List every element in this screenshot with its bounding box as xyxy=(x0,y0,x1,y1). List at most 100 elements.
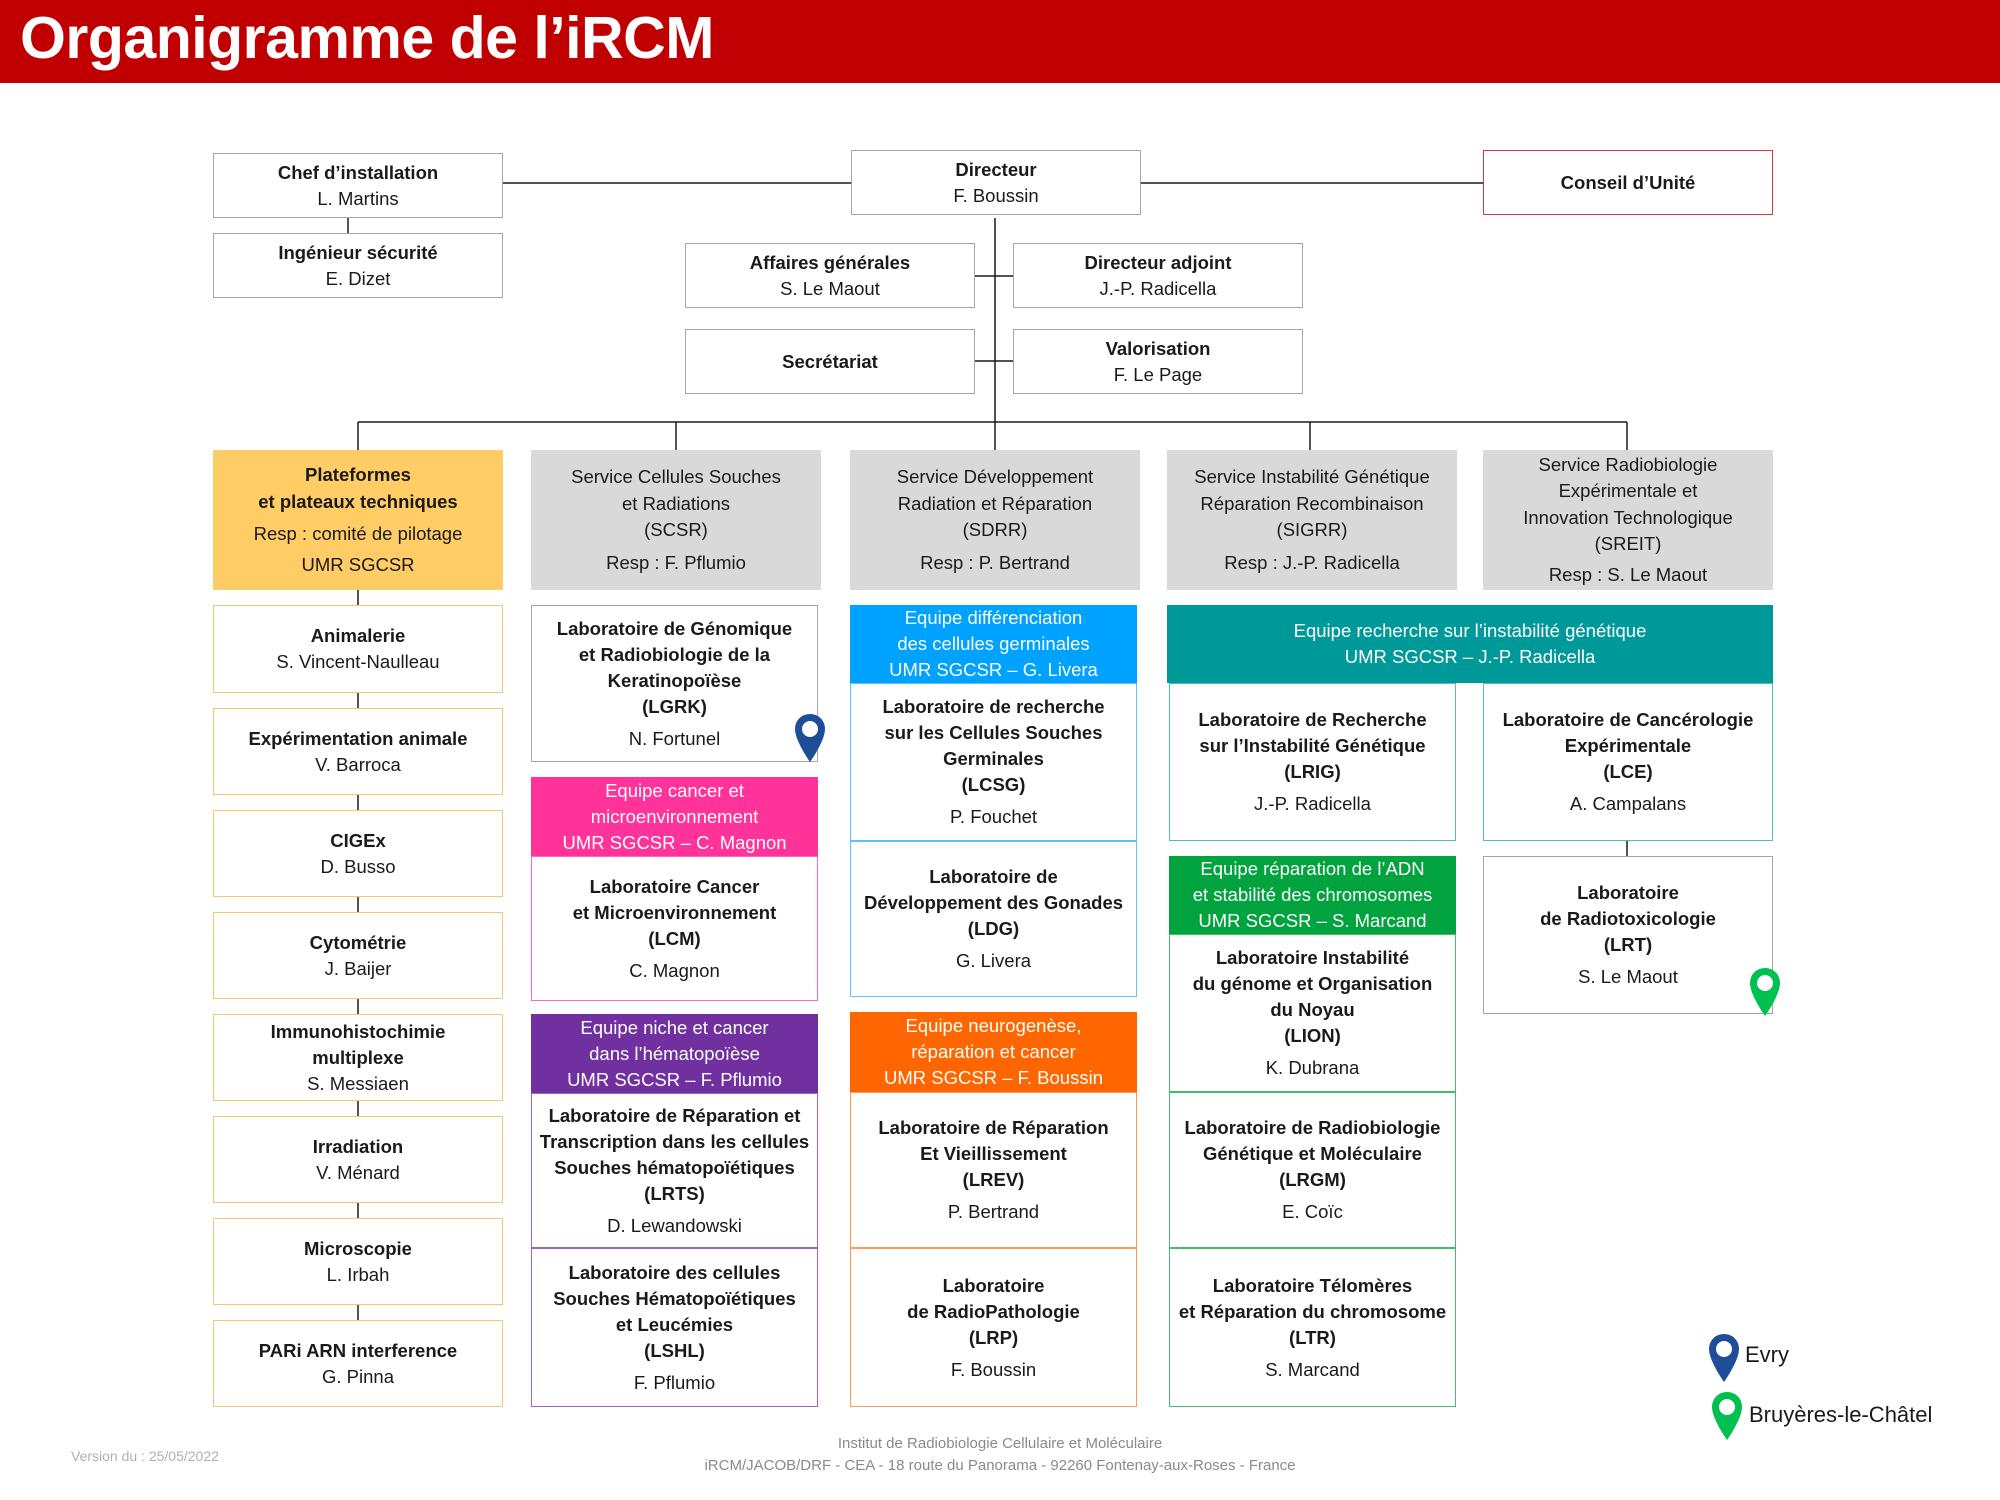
plateforme-name: V. Barroca xyxy=(315,753,401,775)
sigrr-resp: Resp : J.-P. Radicella xyxy=(1224,551,1400,573)
lab-name: S. Marcand xyxy=(1265,1358,1360,1380)
plateforme-name: S. Messiaen xyxy=(307,1072,409,1094)
chef-installation-name: L. Martins xyxy=(317,187,399,209)
team-niche-cancer: Equipe niche et cancer dans l’hématopoïè… xyxy=(531,1014,818,1093)
lab-lrgm: Laboratoire de Radiobiologie Génétique e… xyxy=(1169,1092,1456,1248)
plateforme-experimentation-animale: Expérimentation animale V. Barroca xyxy=(213,708,503,795)
sigrr-title: Service Instabilité Génétique Réparation… xyxy=(1194,466,1430,540)
sigrr-header: Service Instabilité Génétique Réparation… xyxy=(1167,450,1457,590)
lab-name: E. Coïc xyxy=(1282,1201,1343,1222)
directeur-title: Directeur xyxy=(955,158,1037,180)
ingenieur-securite-name: E. Dizet xyxy=(325,267,391,289)
lab-name: F. Boussin xyxy=(950,1358,1037,1380)
secretariat-box: Secrétariat xyxy=(685,329,975,394)
lab-name: F. Pflumio xyxy=(633,1371,716,1393)
lab-name: A. Campalans xyxy=(1569,793,1687,814)
lab-title: Laboratoire de Radiotoxicologie (LRT) xyxy=(1540,882,1716,955)
lab-title: Laboratoire de RadioPathologie (LRP) xyxy=(907,1274,1080,1348)
ingenieur-securite-title: Ingénieur sécurité xyxy=(278,241,438,263)
sreit-header: Service Radiobiologie Expérimentale et I… xyxy=(1483,450,1773,590)
conseil-unite-title: Conseil d’Unité xyxy=(1560,171,1696,193)
plateformes-header: Plateformes et plateaux techniques Resp … xyxy=(213,450,503,590)
scsr-header: Service Cellules Souches et Radiations (… xyxy=(531,450,821,590)
plateforme-microscopie: Microscopie L. Irbah xyxy=(213,1218,503,1305)
affaires-generales-box: Affaires générales S. Le Maout xyxy=(685,243,975,308)
team-instabilite-genetique: Equipe recherche sur l’instabilité génét… xyxy=(1167,605,1773,683)
sreit-resp: Resp : S. Le Maout xyxy=(1548,563,1708,585)
version-date: Version du : 25/05/2022 xyxy=(71,1448,219,1464)
plateforme-irradiation: Irradiation V. Ménard xyxy=(213,1116,503,1203)
plateforme-name: D. Busso xyxy=(320,855,396,877)
lab-lce: Laboratoire de Cancérologie Expérimental… xyxy=(1483,683,1773,841)
plateforme-name: J. Baijer xyxy=(324,957,392,979)
plateforme-cigex: CIGEx D. Busso xyxy=(213,810,503,897)
lab-name: P. Bertrand xyxy=(947,1201,1040,1222)
lab-title: Laboratoire de Cancérologie Expérimental… xyxy=(1502,709,1754,782)
lab-title: Laboratoire Instabilité du génome et Org… xyxy=(1192,947,1433,1046)
lab-name: P. Fouchet xyxy=(949,806,1038,827)
lab-name: N. Fortunel xyxy=(628,727,721,749)
plateforme-title: Animalerie xyxy=(310,625,406,646)
plateformes-umr: UMR SGCSR xyxy=(301,553,415,575)
lab-title: Laboratoire de Réparation et Transcripti… xyxy=(539,1104,810,1204)
team-cancer-microenvironnement: Equipe cancer et microenvironnement UMR … xyxy=(531,777,818,856)
sreit-title: Service Radiobiologie Expérimentale et I… xyxy=(1523,453,1733,555)
secretariat-title: Secrétariat xyxy=(782,350,878,372)
lab-lgrk: Laboratoire de Génomique et Radiobiologi… xyxy=(531,605,818,762)
sdrr-header: Service Développement Radiation et Répar… xyxy=(850,450,1140,590)
lab-title: Laboratoire de Développement des Gonades… xyxy=(863,866,1124,939)
evry-legend-pin-icon xyxy=(1709,1334,1739,1382)
lab-title: Laboratoire Télomères et Réparation du c… xyxy=(1178,1274,1447,1348)
plateforme-name: L. Irbah xyxy=(326,1263,390,1285)
affaires-generales-title: Affaires générales xyxy=(749,251,911,273)
affaires-generales-name: S. Le Maout xyxy=(780,277,880,299)
lab-lrp: Laboratoire de RadioPathologie (LRP) F. … xyxy=(850,1248,1137,1407)
lab-lion: Laboratoire Instabilité du génome et Org… xyxy=(1169,934,1456,1092)
plateforme-title: Immunohistochimie multiplexe xyxy=(270,1020,446,1068)
sdrr-title: Service Développement Radiation et Répar… xyxy=(896,466,1094,540)
lab-lshl: Laboratoire des cellules Souches Hématop… xyxy=(531,1248,818,1407)
team-neurogenese: Equipe neurogenèse, réparation et cancer… xyxy=(850,1012,1137,1092)
legend-bruyeres-label: Bruyères-le-Châtel xyxy=(1749,1402,1933,1427)
lab-title: Laboratoire de Réparation Et Vieillissem… xyxy=(878,1117,1109,1190)
footer-line-1: Institut de Radiobiologie Cellulaire et … xyxy=(837,1435,1163,1452)
valorisation-name: F. Le Page xyxy=(1113,363,1203,385)
directeur-name: F. Boussin xyxy=(953,184,1039,206)
plateforme-title: CIGEx xyxy=(330,829,386,851)
plateforme-title: Cytométrie xyxy=(309,931,407,953)
lab-ltr: Laboratoire Télomères et Réparation du c… xyxy=(1169,1248,1456,1407)
lab-title: Laboratoire de Radiobiologie Génétique e… xyxy=(1184,1117,1441,1190)
chef-installation-box: Chef d’installation L. Martins xyxy=(213,153,503,218)
lab-lcsg: Laboratoire de recherche sur les Cellule… xyxy=(850,683,1137,841)
plateforme-name: V. Ménard xyxy=(316,1161,400,1183)
valorisation-box: Valorisation F. Le Page xyxy=(1013,329,1303,394)
lab-lrig: Laboratoire de Recherche sur l’Instabili… xyxy=(1169,683,1456,841)
evry-pin-icon xyxy=(795,714,825,762)
bruyeres-legend-pin-icon xyxy=(1712,1392,1742,1440)
lab-name: K. Dubrana xyxy=(1265,1057,1360,1078)
scsr-title: Service Cellules Souches et Radiations (… xyxy=(571,466,781,540)
plateformes-resp: Resp : comité de pilotage xyxy=(253,523,463,544)
plateforme-pari-arn: PARi ARN interference G. Pinna xyxy=(213,1320,503,1407)
directeur-adjoint-title: Directeur adjoint xyxy=(1084,251,1232,273)
lab-title: Laboratoire des cellules Souches Hématop… xyxy=(553,1261,796,1361)
conseil-unite-box: Conseil d’Unité xyxy=(1483,150,1773,215)
lab-name: J.-P. Radicella xyxy=(1254,793,1371,814)
plateforme-title: Microscopie xyxy=(304,1237,412,1259)
lab-lrt: Laboratoire de Radiotoxicologie (LRT) S.… xyxy=(1483,856,1773,1014)
plateforme-immunohistochimie: Immunohistochimie multiplexe S. Messiaen xyxy=(213,1014,503,1101)
lab-lrts: Laboratoire de Réparation et Transcripti… xyxy=(531,1093,818,1248)
ingenieur-securite-box: Ingénieur sécurité E. Dizet xyxy=(213,233,503,298)
title-bar: Organigramme de l’iRCM xyxy=(0,0,2000,83)
legend-evry-label: Evry xyxy=(1745,1342,1789,1367)
plateformes-title: Plateformes et plateaux techniques xyxy=(258,464,458,512)
page-title: Organigramme de l’iRCM xyxy=(20,5,714,71)
team-differenciation-germinales: Equipe différenciation des cellules germ… xyxy=(850,605,1137,683)
plateforme-name: S. Vincent-Naulleau xyxy=(276,651,440,672)
footer-line-2: iRCM/JACOB/DRF - CEA - 18 route du Panor… xyxy=(704,1457,1296,1474)
bruyeres-pin-icon xyxy=(1750,968,1780,1016)
lab-title: Laboratoire Cancer et Microenvironnement… xyxy=(572,875,777,949)
lab-title: Laboratoire de Génomique et Radiobiologi… xyxy=(556,617,793,717)
plateforme-animalerie: Animalerie S. Vincent-Naulleau xyxy=(213,605,503,693)
